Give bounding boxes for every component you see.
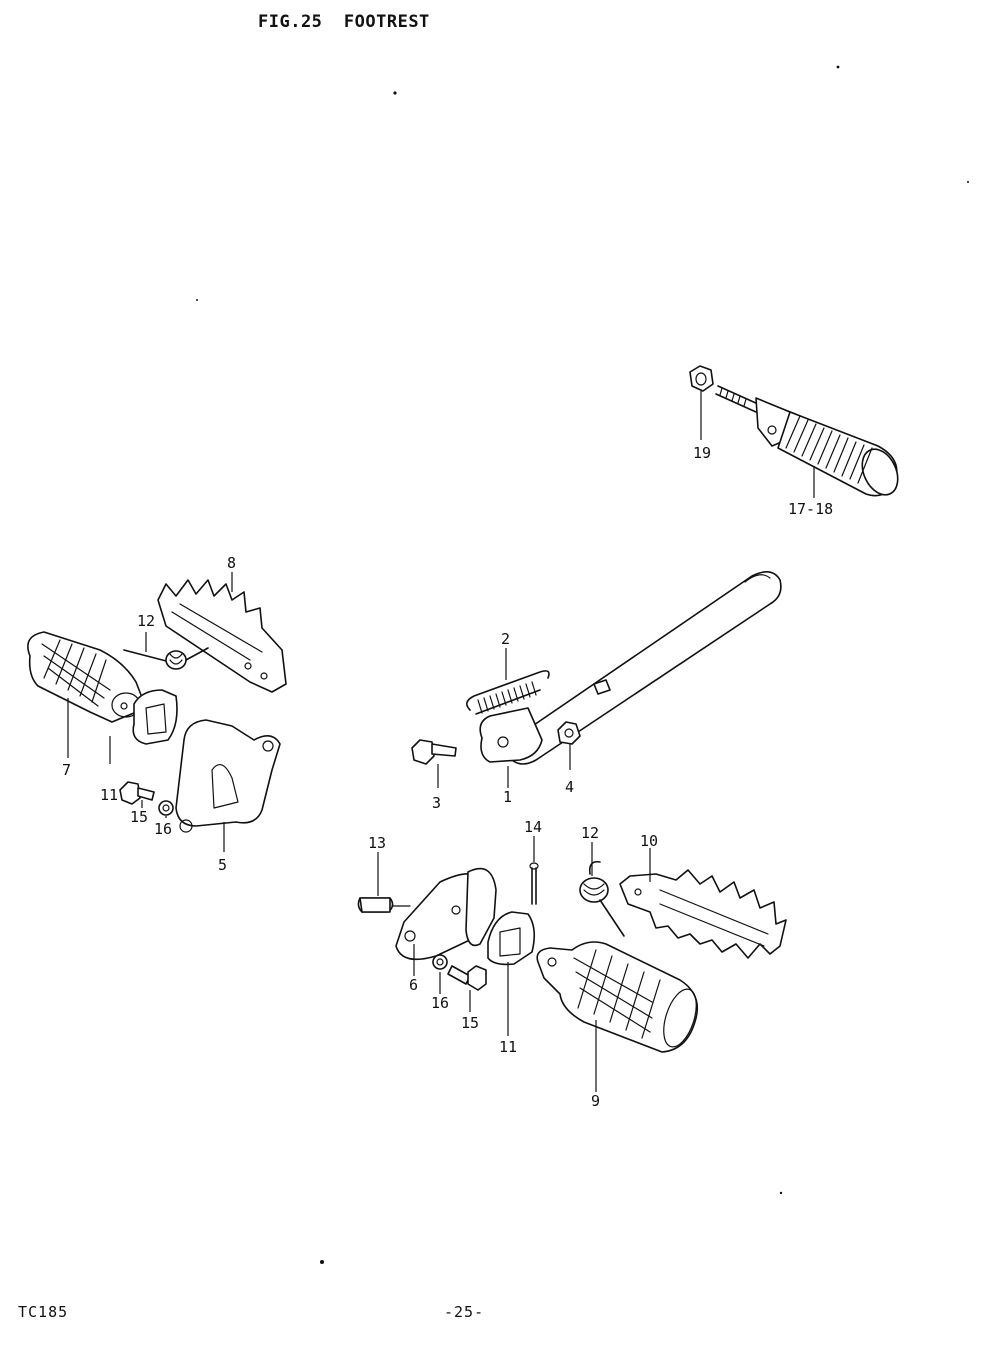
footrest-spring-12-left-part	[123, 647, 209, 670]
callout-6: 6	[409, 976, 418, 994]
footrest-8-part	[157, 579, 287, 693]
bolt-15-right-part	[447, 965, 487, 991]
callout-14: 14	[524, 818, 542, 836]
stand-nut-4-part	[557, 721, 581, 745]
plate-11-left-part	[132, 689, 178, 745]
callout-16-left: 16	[154, 820, 172, 838]
callout-8: 8	[227, 554, 236, 572]
footrest-10-part	[619, 869, 787, 959]
bracket-5-part	[175, 719, 281, 833]
rear-peg-bolt-part	[715, 385, 759, 413]
callout-1: 1	[503, 788, 512, 806]
page-number: -25-	[444, 1303, 485, 1321]
callout-15-left: 15	[130, 808, 148, 826]
callout-11-left: 11	[100, 786, 118, 804]
callout-12-right: 12	[581, 824, 599, 842]
callout-10: 10	[640, 832, 658, 850]
left-footrest-assembly	[27, 572, 287, 852]
callout-17-18: 17-18	[788, 500, 833, 518]
callout-2: 2	[501, 630, 510, 648]
callout-11-right: 11	[499, 1038, 517, 1056]
stand-spring-2-part	[466, 670, 550, 715]
callout-19: 19	[693, 444, 711, 462]
callout-16-right: 16	[431, 994, 449, 1012]
callout-5: 5	[218, 856, 227, 874]
footrest-spring-12-right-part	[579, 860, 625, 937]
model-code: TC185	[18, 1303, 69, 1321]
washer-16-right-part	[432, 954, 448, 970]
figure-name: FOOTREST	[343, 12, 430, 32]
bolt-15-left-part	[119, 781, 155, 805]
callout-3: 3	[432, 794, 441, 812]
footrest-rubber-9-part	[536, 941, 699, 1053]
cotter-pin-14-part	[529, 862, 539, 905]
nut-19-part	[689, 365, 714, 392]
callout-4: 4	[565, 778, 574, 796]
callout-9: 9	[591, 1092, 600, 1110]
bracket-6-part	[395, 867, 497, 961]
plate-11-right-part	[487, 911, 536, 966]
right-footrest-assembly	[357, 836, 787, 1092]
washer-16-left-part	[158, 800, 174, 816]
side-stand-1-part	[479, 571, 782, 765]
callout-12-left: 12	[137, 612, 155, 630]
side-stand-assembly	[411, 571, 782, 788]
scan-specks	[196, 65, 969, 1264]
callout-7: 7	[62, 761, 71, 779]
figure-title: FIG.25 FOOTREST	[258, 12, 430, 32]
stand-bolt-3-part	[411, 739, 457, 765]
footrest-rubber-7-part	[27, 631, 147, 723]
callout-labels: 19 17-18 8 12 2 7 11 3 1 4 15 16 14 12 1…	[62, 444, 833, 1110]
rear-footpeg-17-18-part	[777, 411, 899, 497]
pin-13-part	[357, 897, 411, 913]
figure-number: FIG.25	[258, 12, 323, 32]
rear-footpeg-assembly	[689, 365, 899, 498]
callout-15-right: 15	[461, 1014, 479, 1032]
callout-13: 13	[368, 834, 386, 852]
